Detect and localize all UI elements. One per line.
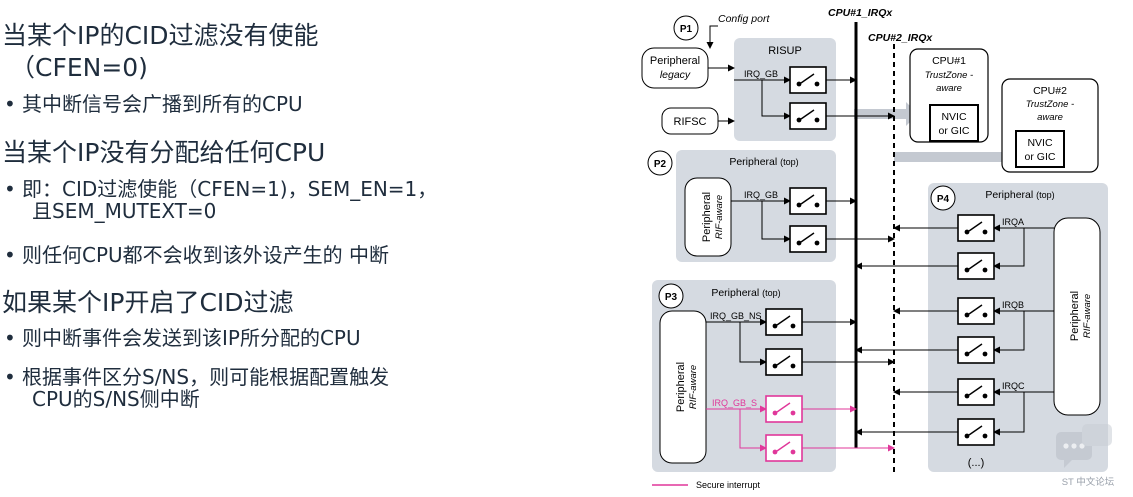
p3-circle [658, 283, 684, 309]
peripheral-legacy-box [641, 47, 709, 89]
p2-peripheral-label: Peripheral RIF-aware [701, 192, 725, 242]
p3-label: P3 [665, 292, 678, 303]
p4-peripheral-label: Peripheral RIF-aware [1069, 291, 1093, 341]
switch-icon [789, 187, 827, 215]
p1-circle [673, 15, 699, 41]
cpu1-trustzone: TrustZone - [925, 70, 973, 81]
switch-icon [957, 336, 995, 364]
bullet-dot: • [4, 177, 16, 201]
svg-text:RIF-aware: RIF-aware [1082, 294, 1093, 338]
p2-wire [761, 201, 791, 243]
interrupt-diagram: Config port CPU#1_IRQx CPU#2_IRQx RISUP … [636, 0, 1133, 497]
p3-title: Peripheral (top) [711, 287, 780, 299]
p2-label: P2 [654, 159, 667, 170]
irqb-label: IRQB [1002, 300, 1024, 310]
p4-peripheral-box [1053, 217, 1101, 416]
nvic2-line2: or GIC [1025, 151, 1056, 163]
cpu1-trustzone-cont: aware [936, 83, 962, 94]
p4-wires [855, 224, 1054, 436]
svg-text:Peripheral: Peripheral [675, 362, 687, 412]
p4-circle [930, 185, 956, 211]
bullet-text: 根据事件区分S/NS，则可能根据配置触发 [22, 365, 390, 389]
irq-gb-s-label: IRQ_GB_S [712, 398, 757, 408]
cpu1-title: CPU#1 [932, 55, 966, 67]
irqa-label: IRQA [1002, 217, 1024, 227]
heading-cid-disabled: 当某个IP的CID过滤没有使能 [2, 21, 319, 50]
p3-peripheral-box [659, 310, 707, 464]
switch-icon [789, 102, 827, 130]
bullet-dot: • [4, 243, 16, 267]
bullet-dot: • [4, 326, 16, 350]
arrow-to-cpu1 [854, 102, 918, 126]
irq-gb-label: IRQ_GB [744, 69, 778, 79]
risup-wire [761, 80, 791, 120]
risup-label: RISUP [768, 45, 802, 57]
bullet-broadcast: •其中断信号会广播到所有的CPU [4, 93, 303, 115]
secure-switch-icon [765, 434, 803, 462]
p2-title: Peripheral (top) [729, 156, 798, 168]
bullet-text-cont: CPU的S/NS侧中断 [32, 387, 200, 411]
p3-peripheral-label: Peripheral RIF-aware [675, 362, 699, 412]
nvic2-box [1015, 130, 1065, 168]
p4-label: P4 [937, 194, 950, 205]
irqc-label: IRQC [1002, 381, 1025, 391]
chat-bubble-icon [1056, 424, 1112, 468]
bullet-no-interrupt: •则任何CPU都不会收到该外设产生的 中断 [4, 244, 389, 266]
p4-title: Peripheral (top) [985, 189, 1054, 201]
cpu2-trustzone: TrustZone - [1026, 99, 1074, 110]
p1-label: P1 [680, 24, 693, 35]
bullet-text: 则中断事件会发送到该IP所分配的CPU [22, 326, 361, 350]
bullet-text: 即：CID过滤使能（CFEN=1)，SEM_EN=1， [22, 177, 438, 201]
bullet-dot: • [4, 92, 16, 116]
switch-icon [957, 297, 995, 325]
rifsc-label: RIFSC [674, 116, 707, 128]
switch-icon [957, 252, 995, 280]
switch-icon [765, 308, 803, 336]
cpu2-irq-label: CPU#2_IRQx [868, 32, 933, 44]
cpu2-title: CPU#2 [1033, 85, 1067, 97]
bullet-dot: • [4, 365, 16, 389]
bullet-text: 则任何CPU都不会收到该外设产生的 中断 [22, 243, 390, 267]
svg-text:RIF-aware: RIF-aware [714, 195, 725, 239]
svg-text:RIF-aware: RIF-aware [688, 365, 699, 409]
irq-gb-label: IRQ_GB [744, 190, 778, 200]
nvic1-line1: NVIC [941, 111, 967, 123]
secure-legend-label: Secure interrupt [696, 480, 761, 490]
p3-secure-wire [739, 409, 767, 452]
peripheral-legacy-title: Peripheral [650, 55, 700, 67]
arrow-to-cpu2 [894, 145, 1020, 169]
svg-text:Peripheral: Peripheral [701, 192, 713, 242]
heading-cid-enabled: 如果某个IP开启了CID过滤 [2, 288, 294, 317]
secure-switch-icon [765, 395, 803, 423]
p3-wire [739, 322, 767, 366]
bullet-assigned-cpu: •则中断事件会发送到该IP所分配的CPU [4, 327, 361, 349]
switch-icon [957, 418, 995, 446]
cpu1-irq-label: CPU#1_IRQx [828, 7, 893, 19]
p2-peripheral-box [684, 177, 732, 257]
ellipsis-label: (...) [968, 457, 985, 469]
bullet-text-cont: 且SEM_MUTEXT=0 [32, 199, 217, 223]
bullet-text: 其中断信号会广播到所有的CPU [22, 92, 303, 116]
switch-icon [789, 225, 827, 253]
nvic2-line1: NVIC [1027, 137, 1053, 149]
switch-icon [765, 348, 803, 376]
nvic1-box [929, 104, 979, 142]
irq-gb-ns-label: IRQ_GB_NS [710, 311, 762, 321]
heading-not-assigned: 当某个IP没有分配给任何CPU [2, 138, 326, 167]
config-port-link [706, 25, 718, 49]
watermark-label: ST 中文论坛 [1062, 476, 1115, 488]
svg-text:Peripheral: Peripheral [1069, 291, 1081, 341]
p2-circle [647, 150, 673, 176]
cpu2-trustzone-cont: aware [1037, 112, 1063, 123]
bullet-cfen: •即：CID过滤使能（CFEN=1)，SEM_EN=1，且SEM_MUTEXT=… [4, 178, 437, 222]
slide-text: 当某个IP的CID过滤没有使能 （CFEN=0) •其中断信号会广播到所有的CP… [2, 21, 437, 410]
nvic1-line2: or GIC [939, 125, 970, 137]
switch-icon [789, 66, 827, 94]
switch-icon [957, 378, 995, 406]
config-port-label: Config port [718, 13, 770, 25]
heading-cid-disabled-cont: （CFEN=0) [10, 53, 148, 82]
switch-icon [957, 214, 995, 242]
peripheral-legacy-sub: legacy [660, 69, 691, 81]
